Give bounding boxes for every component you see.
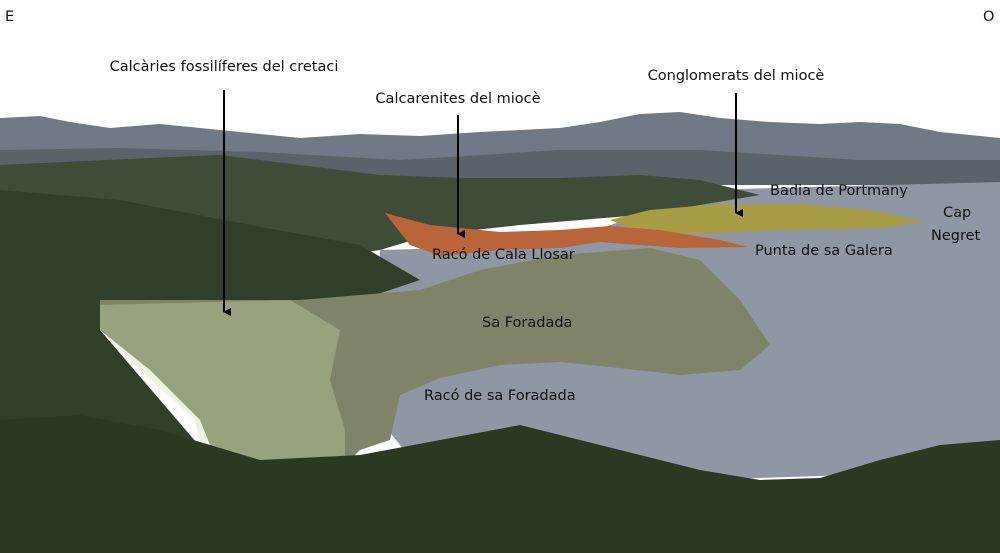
label-sa-foradada: Sa Foradada xyxy=(482,315,573,331)
label-negret: Negret xyxy=(931,228,981,244)
sa-foradada-headland xyxy=(100,248,770,470)
label-badia-portmany: Badia de Portmany xyxy=(770,183,908,199)
label-punta-sa-galera: Punta de sa Galera xyxy=(755,243,893,259)
foreground-trees xyxy=(0,415,1000,553)
label-miocene-conglomerates: Conglomerats del miocè xyxy=(647,68,825,84)
forest-left xyxy=(0,190,420,470)
compass-west: O xyxy=(983,9,995,25)
label-raco-cala-llosar: Racó de Cala Llosar xyxy=(432,247,575,263)
conglomerate-headland xyxy=(610,204,925,234)
label-raco-sa-foradada: Racó de sa Foradada xyxy=(424,388,576,404)
label-cap: Cap xyxy=(943,205,972,221)
cretaceous-overlay xyxy=(100,300,345,470)
compass-east: E xyxy=(5,9,15,25)
calcarenite-cove xyxy=(385,213,748,256)
label-cretaceous-limestone: Calcàries fossilíferes del cretaci xyxy=(109,59,339,75)
label-miocene-calcarenites: Calcarenites del miocè xyxy=(375,91,541,107)
